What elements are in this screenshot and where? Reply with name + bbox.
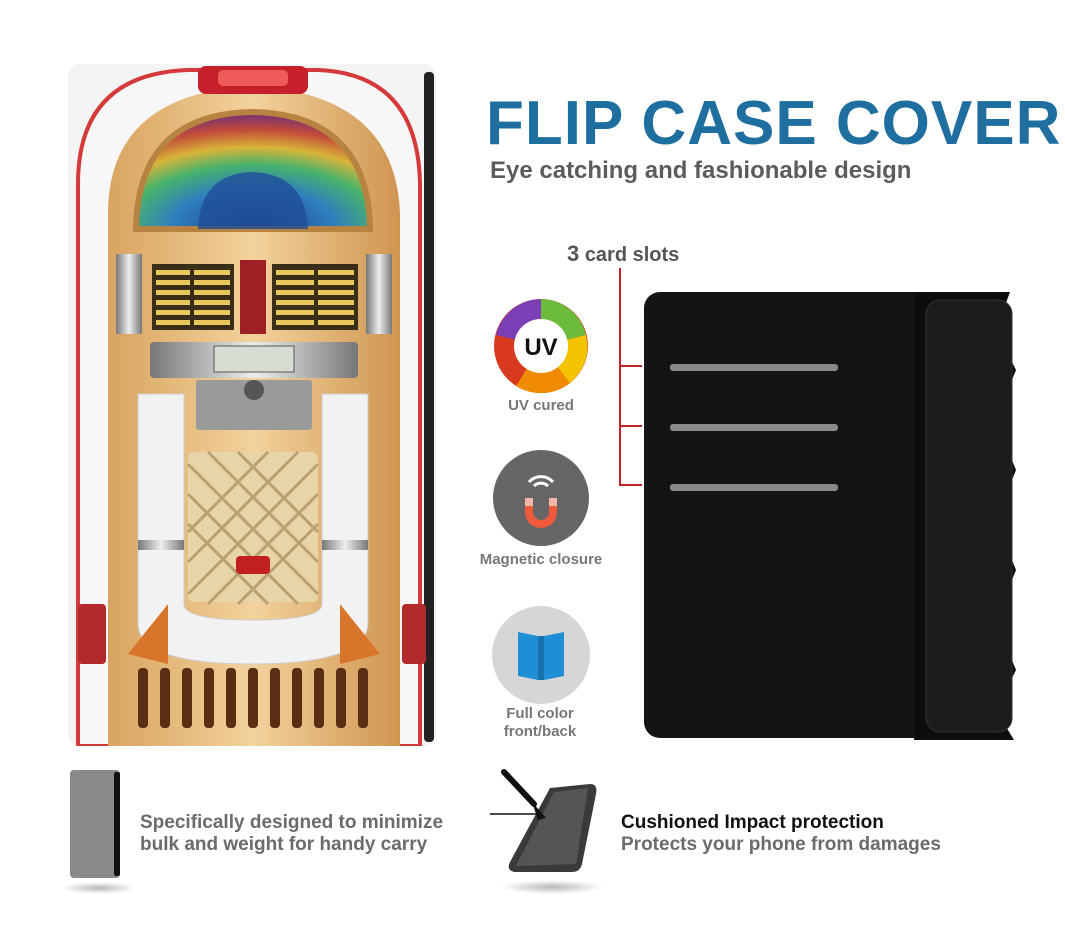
card-slots-count: 3 [567,241,580,266]
slim-design-line2: bulk and weight for handy carry [140,834,428,855]
card-slots-bracket [619,268,642,486]
impact-phone-shadow [500,880,604,894]
feature-label-uv: UV cured [508,397,574,414]
page-title: FLIP CASE COVER [486,89,1062,158]
feature-label-magnetic: Magnetic closure [479,551,603,568]
card-slots-label: 3 card slots [567,241,679,267]
card-slot-3 [670,484,838,491]
feature-label-fullcolor-line1: Full color [506,705,574,722]
magnet-icon [493,450,589,546]
card-slot-2 [670,424,838,431]
slim-design-text: Specifically designed to minimize bulk a… [140,812,443,856]
jukebox-artwork [68,64,436,748]
feature-label-fullcolor-line2: front/back [503,723,577,740]
product-case-inside [644,290,1024,742]
case-interior-illustration [644,292,1016,740]
impact-protection-icon [490,768,602,878]
product-case-front [68,64,436,748]
impact-text: Cushioned Impact protection Protects you… [621,812,941,856]
card-slot-1 [670,364,838,371]
feature-label-fullcolor: Full color front/back [470,705,610,741]
impact-description: Protects your phone from damages [621,834,941,855]
page-subtitle: Eye catching and fashionable design [490,157,912,184]
slim-design-line1: Specifically designed to minimize [140,812,444,833]
slim-phone-icon [68,768,124,884]
uv-badge-text: UV [524,334,557,361]
impact-title: Cushioned Impact protection [621,812,884,833]
slim-phone-shadow [62,882,136,894]
uv-color-wheel-icon: UV [494,299,588,394]
open-book-icon [492,606,590,704]
card-slots-text: card slots [584,244,680,266]
